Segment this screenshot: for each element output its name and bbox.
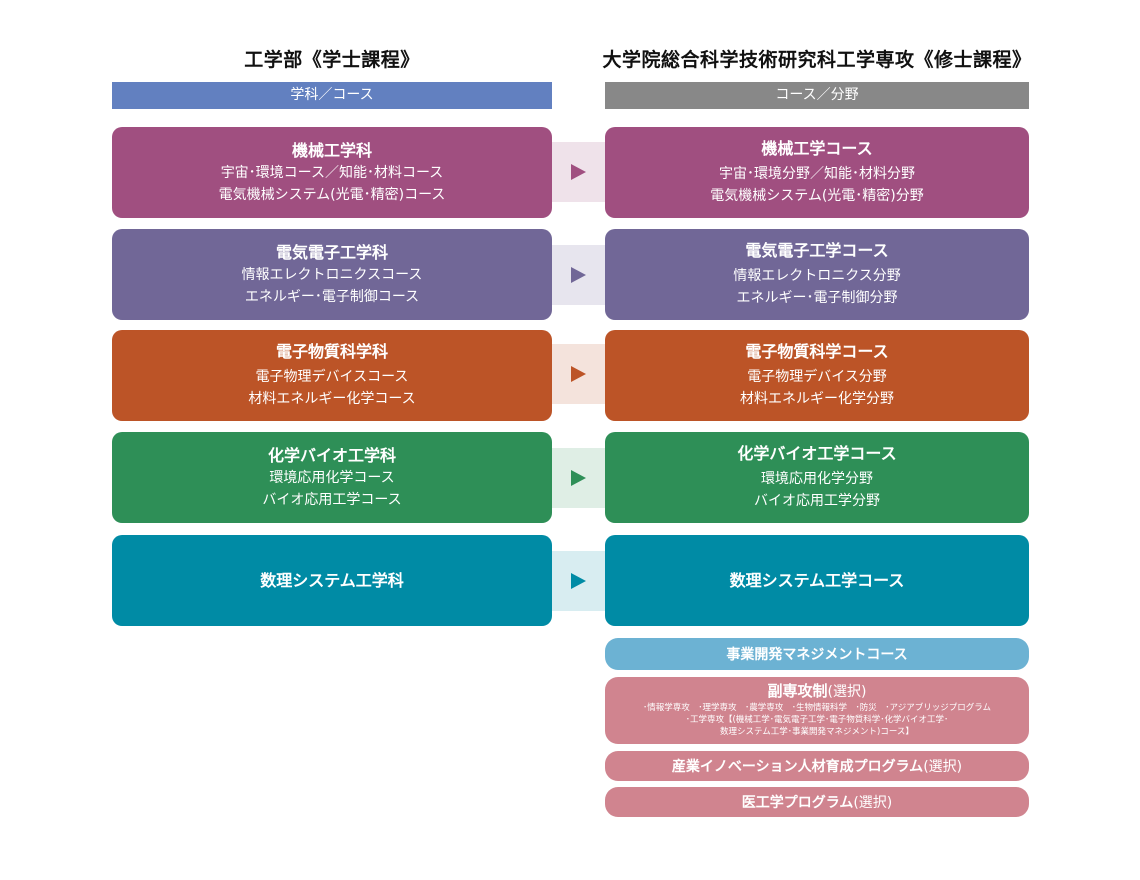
department-title: 数理システム工学科: [260, 570, 404, 590]
department-course: 電気機械システム(光電･精密)コース: [218, 186, 446, 203]
department-title: 化学バイオ工学科: [267, 445, 396, 465]
minor-list-line: ･情報学専攻 ･理学専攻 ･農学専攻 ･生物情報科学 ･防災 ･アジアブリッジプ…: [643, 703, 991, 713]
department-course: 環境応用化学コース: [269, 469, 395, 486]
graduate-course-electrical: 電気電子工学コース 情報エレクトロニクス分野 エネルギー･電子制御分野: [605, 229, 1029, 320]
course-title: 電子物質科学コース: [745, 342, 889, 361]
graduate-course-mechanical: 機械工学コース 宇宙･環境分野／知能･材料分野 電気機械システム(光電･精密)分…: [605, 127, 1029, 218]
department-title: 電子物質科学科: [275, 342, 388, 361]
course-field: 電子物理デバイス分野: [747, 369, 887, 385]
course-field: 材料エネルギー化学分野: [740, 391, 894, 407]
minor-title: 副専攻制: [767, 682, 828, 700]
department-course: 情報エレクトロニクスコース: [241, 266, 423, 283]
department-course: 電子物理デバイスコース: [255, 369, 409, 385]
course-title: 化学バイオ工学コース: [737, 444, 897, 463]
course-field: 電気機械システム(光電･精密)分野: [710, 188, 924, 204]
connector-chemical-bio: [552, 448, 605, 508]
medical-engineering-program: 医工学プログラム(選択): [605, 787, 1029, 817]
graduate-course-math-systems: 数理システム工学コース: [605, 535, 1029, 626]
innovation-title: 産業イノベーション人材育成プログラム: [671, 759, 924, 775]
department-course: 宇宙･環境コース／知能･材料コース: [220, 164, 444, 181]
course-title: 電気電子工学コース: [745, 241, 889, 260]
course-field: バイオ応用工学分野: [754, 493, 880, 509]
connector-mechanical: [552, 142, 605, 202]
graduate-course-materials: 電子物質科学コース 電子物理デバイス分野 材料エネルギー化学分野: [605, 330, 1029, 421]
course-field: エネルギー･電子制御分野: [736, 290, 898, 306]
business-course-title: 事業開発マネジメントコース: [726, 647, 908, 663]
course-field: 宇宙･環境分野／知能･材料分野: [719, 166, 915, 182]
business-development-course: 事業開発マネジメントコース: [605, 638, 1029, 670]
minor-note: (選択): [827, 684, 867, 700]
graduate-course-chemical-bio: 化学バイオ工学コース 環境応用化学分野 バイオ応用工学分野: [605, 432, 1029, 523]
department-title: 機械工学科: [291, 140, 372, 160]
course-title: 機械工学コース: [761, 139, 873, 158]
connector-math-systems: [552, 551, 605, 611]
department-math-systems: 数理システム工学科: [112, 535, 552, 626]
graduate-title: 大学院総合科学技術研究科工学専攻《修士課程》: [602, 49, 1032, 71]
minor-program: 副専攻制(選択) ･情報学専攻 ･理学専攻 ･農学専攻 ･生物情報科学 ･防災 …: [605, 677, 1029, 744]
arrow-right-icon: [571, 267, 586, 283]
department-course: エネルギー･電子制御コース: [244, 288, 420, 305]
innovation-note: (選択): [923, 759, 963, 775]
department-electrical: 電気電子工学科 情報エレクトロニクスコース エネルギー･電子制御コース: [112, 229, 552, 320]
department-materials: 電子物質科学科 電子物理デバイスコース 材料エネルギー化学コース: [112, 330, 552, 421]
arrow-right-icon: [571, 366, 586, 382]
minor-list-line: 数理システム工学･事業開発マネジメント)コース】: [720, 727, 914, 737]
arrow-right-icon: [571, 470, 586, 486]
medical-title: 医工学プログラム: [741, 795, 854, 811]
connector-materials: [552, 344, 605, 404]
arrow-right-icon: [571, 164, 586, 180]
connector-electrical: [552, 245, 605, 305]
course-field: 環境応用化学分野: [761, 471, 873, 487]
department-title: 電気電子工学科: [275, 242, 388, 262]
minor-list-line: ･工学専攻【(機械工学･電気電子工学･電子物質科学･化学バイオ工学･: [685, 715, 949, 725]
department-mechanical: 機械工学科 宇宙･環境コース／知能･材料コース 電気機械システム(光電･精密)コ…: [112, 127, 552, 218]
undergrad-title: 工学部《学士課程》: [244, 49, 420, 71]
undergrad-header-bar: 学科／コース: [112, 82, 552, 109]
graduate-header-bar: コース／分野: [605, 82, 1029, 109]
course-title: 数理システム工学コース: [729, 570, 905, 590]
department-chemical-bio: 化学バイオ工学科 環境応用化学コース バイオ応用工学コース: [112, 432, 552, 523]
arrow-right-icon: [571, 573, 586, 589]
department-course: 材料エネルギー化学コース: [248, 391, 416, 407]
medical-note: (選択): [853, 795, 893, 811]
industrial-innovation-program: 産業イノベーション人材育成プログラム(選択): [605, 751, 1029, 781]
course-field: 情報エレクトロニクス分野: [733, 268, 901, 284]
department-course: バイオ応用工学コース: [262, 491, 402, 508]
